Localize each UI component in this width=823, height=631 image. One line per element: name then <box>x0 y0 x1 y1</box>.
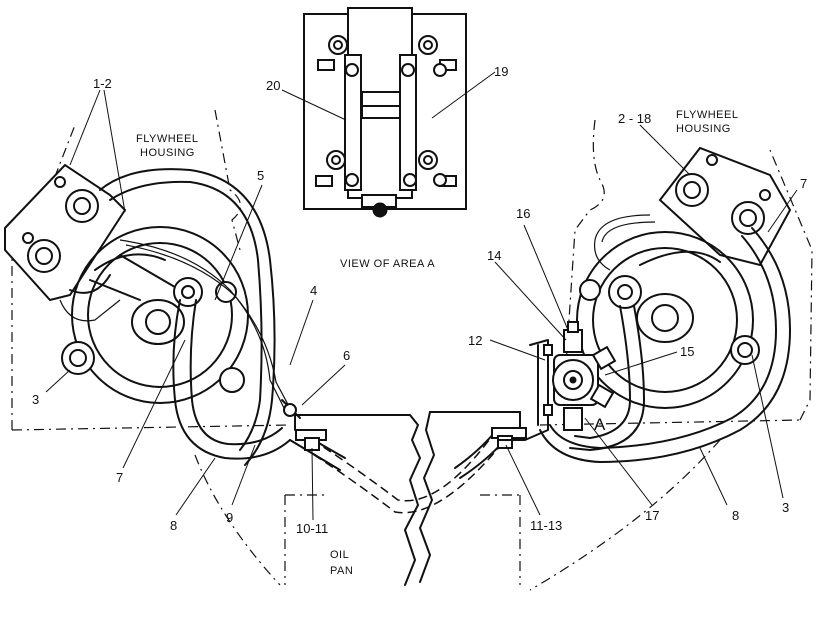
inset-view-area-a <box>303 7 467 218</box>
callout-5: 5 <box>257 168 264 183</box>
label-view-of-area-a: VIEW OF AREA A <box>340 258 435 270</box>
callout-8-right: 8 <box>732 508 739 523</box>
callout-19: 19 <box>494 64 508 79</box>
callout-11-13: 11-13 <box>530 518 562 533</box>
leader-lines <box>45 71 798 521</box>
cable-under-oil-pan <box>289 431 506 514</box>
callout-16: 16 <box>516 206 530 221</box>
left-clip <box>281 399 327 451</box>
label-area-a-marker: A <box>594 415 606 434</box>
callout-6: 6 <box>343 348 350 363</box>
relay-assembly <box>497 321 617 441</box>
callout-7-right: 7 <box>800 176 807 191</box>
right-cables <box>539 214 791 463</box>
text-labels: FLYWHEEL HOUSING FLYWHEEL HOUSING VIEW O… <box>136 109 738 577</box>
label-flywheel-left-line2: HOUSING <box>140 147 195 159</box>
callout-12: 12 <box>468 333 482 348</box>
callout-8-left: 8 <box>170 518 177 533</box>
callout-20: 20 <box>266 78 280 93</box>
left-starter <box>4 163 249 404</box>
callout-7-left: 7 <box>116 470 123 485</box>
label-oil: OIL <box>330 549 349 561</box>
right-clip <box>491 427 527 449</box>
label-pan: PAN <box>330 565 353 577</box>
label-flywheel-right-line1: FLYWHEEL <box>676 109 738 121</box>
callout-10-11: 10-11 <box>296 521 328 536</box>
right-starter <box>576 146 792 409</box>
oil-pan-section <box>294 411 521 586</box>
label-flywheel-left-line1: FLYWHEEL <box>136 133 198 145</box>
callout-numbers: 1-2 2 - 18 3 3 4 5 6 7 7 8 8 9 10-11 11-… <box>32 64 807 536</box>
callout-14: 14 <box>487 248 501 263</box>
callout-4: 4 <box>310 283 317 298</box>
left-cables <box>59 168 293 466</box>
callout-1-2: 1-2 <box>93 76 112 91</box>
callout-2-18: 2 - 18 <box>618 111 651 126</box>
callout-9: 9 <box>226 510 233 525</box>
callout-17: 17 <box>645 508 659 523</box>
label-flywheel-right-line2: HOUSING <box>676 123 731 135</box>
callout-3-right: 3 <box>782 500 789 515</box>
callout-3-left: 3 <box>32 392 39 407</box>
callout-15: 15 <box>680 344 694 359</box>
